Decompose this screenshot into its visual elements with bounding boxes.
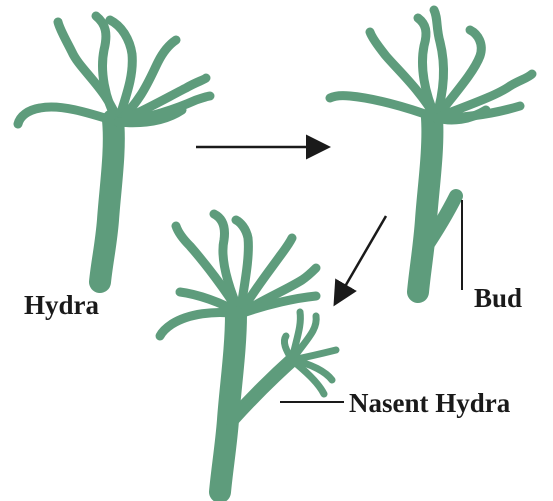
hydra-with-nascent-tentacles xyxy=(160,214,316,336)
hydra-with-nascent-body xyxy=(220,314,236,492)
arrow-to-nascent-hydra xyxy=(336,216,386,302)
bud-label: Bud xyxy=(474,283,522,314)
hydra-with-bud xyxy=(330,10,532,292)
nascent-hydra-label: Nasent Hydra xyxy=(349,388,510,419)
hydra-label: Hydra xyxy=(24,290,99,321)
hydra-with-bud-tentacles xyxy=(330,10,532,120)
hydra-adult-tentacles xyxy=(18,16,210,124)
nascent-hydra-tentacles xyxy=(284,312,336,394)
hydra-with-bud-body xyxy=(418,118,432,292)
hydra-with-nascent xyxy=(160,214,336,492)
hydra-adult-body xyxy=(100,120,114,282)
